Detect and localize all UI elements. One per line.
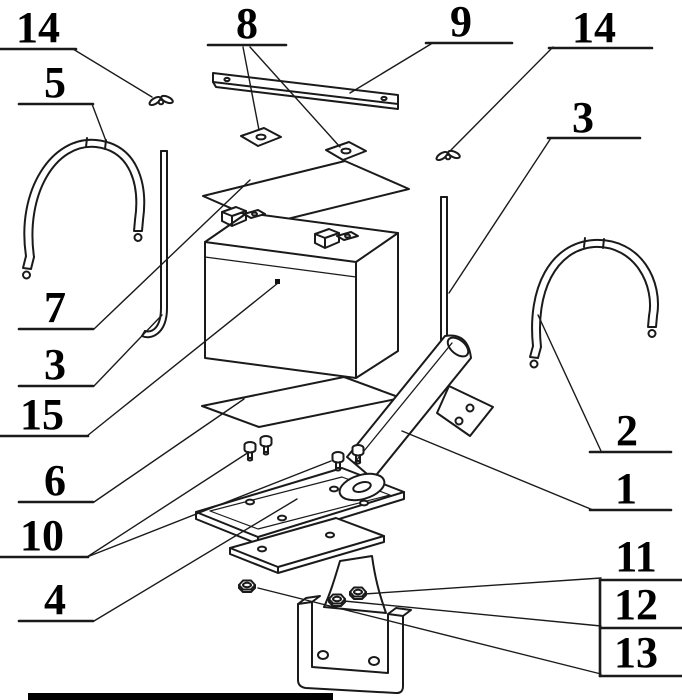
bottom-edge-bar — [28, 693, 333, 700]
hook-rod-left — [141, 150, 168, 339]
j-cable-right — [529, 237, 659, 369]
label-underlines — [0, 41, 682, 678]
battery-terminal-right — [314, 228, 359, 249]
part-label-13: 13 — [614, 628, 658, 677]
mounting-bracket-arm — [346, 334, 494, 480]
hex-nut — [238, 579, 256, 593]
part-label-12: 12 — [614, 580, 658, 629]
bolt — [259, 435, 273, 456]
part-label-4: 4 — [44, 575, 66, 624]
j-cable-left — [22, 137, 146, 280]
part-label-11: 11 — [615, 532, 657, 581]
base-channel — [297, 595, 412, 695]
part-label-3-right: 3 — [572, 93, 594, 142]
bracket-base-plate — [229, 517, 385, 574]
bracket-boss — [338, 472, 386, 502]
part-label-10: 10 — [20, 511, 64, 560]
part-label-9: 9 — [450, 0, 472, 46]
part-label-14-left: 14 — [16, 3, 60, 52]
battery — [204, 206, 399, 379]
battery-terminal-left — [221, 206, 266, 227]
part-label-1: 1 — [615, 464, 637, 513]
hex-nut — [349, 586, 367, 600]
part-labels: 14 8 9 14 5 3 7 3 15 6 2 1 10 4 11 12 13 — [16, 0, 658, 677]
part-label-5: 5 — [44, 58, 66, 107]
hex-nut — [328, 593, 346, 607]
mounting-bolts — [243, 435, 365, 472]
part-label-3-left: 3 — [44, 340, 66, 389]
spring-clip-right — [434, 148, 462, 163]
leader-target-dot — [275, 279, 280, 284]
spring-clips — [147, 93, 462, 163]
clamp-plates — [240, 127, 367, 161]
bolt — [243, 441, 257, 462]
part-label-14-right: 14 — [572, 3, 616, 52]
leader-lines — [72, 43, 602, 675]
part-label-6: 6 — [44, 456, 66, 505]
part-label-2: 2 — [616, 406, 638, 455]
part-label-8: 8 — [236, 0, 258, 48]
part-label-7: 7 — [44, 283, 66, 332]
pad-bottom — [201, 376, 402, 428]
hold-down-bar — [212, 72, 399, 110]
part-label-15: 15 — [20, 390, 64, 439]
